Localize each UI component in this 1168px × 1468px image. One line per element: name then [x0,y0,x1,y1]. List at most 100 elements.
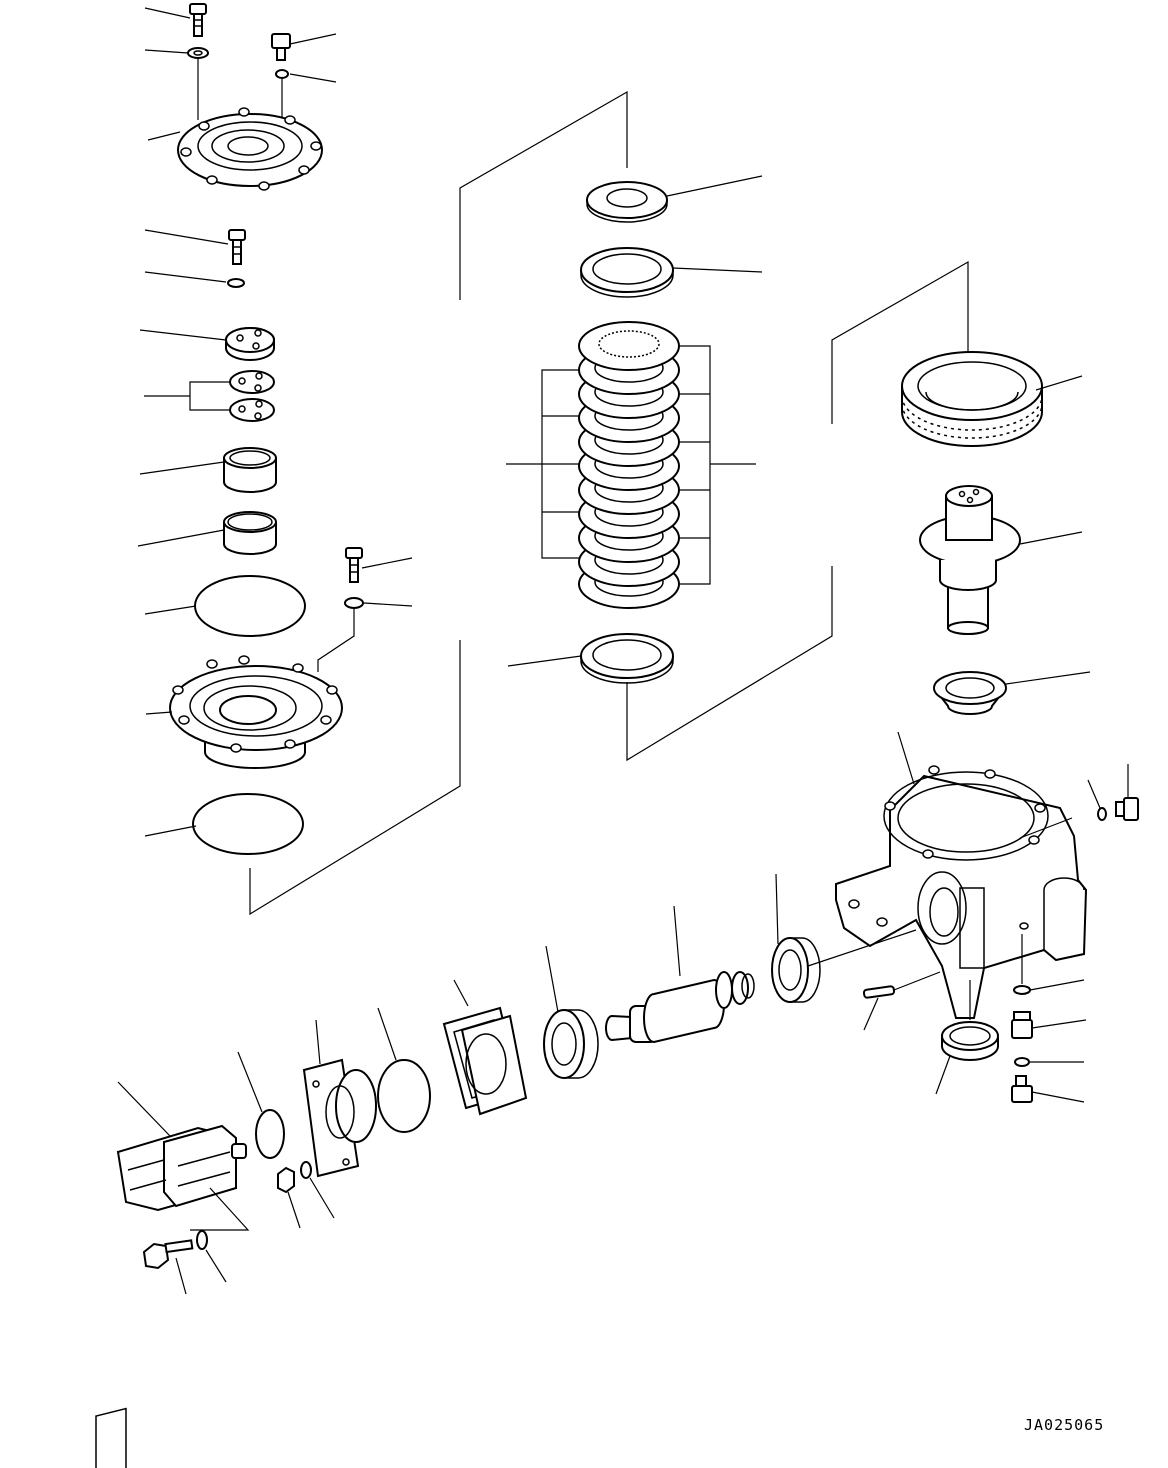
part-motor-bolt [142,1239,194,1270]
part-fitting-plug-right [1115,797,1139,821]
part-hydraulic-motor [95,1124,247,1468]
leader-line [205,1249,227,1283]
part-dowel-pin [862,985,896,999]
part-small-o-ring [1013,985,1031,995]
leader-line [144,825,197,837]
part-shaft-washer [227,278,245,288]
part-adapter-flange [302,1058,377,1178]
part-nut [277,1166,295,1194]
leader-line [287,1191,301,1229]
part-large-o-ring [194,575,306,637]
part-fitting-o-ring [1097,807,1107,821]
part-housing-washer [344,597,364,609]
leader-line [507,655,582,667]
part-nut-washer [300,1161,312,1179]
part-bearing-cone [933,671,1007,715]
part-top-plug [271,33,291,61]
leader-line [315,1019,321,1065]
assembly-link-line [831,260,969,424]
part-ring-gear [901,351,1043,447]
part-retainer-plate [225,327,275,361]
leader-line [147,131,181,141]
leader-line [289,33,337,45]
leader-line [453,979,469,1007]
part-shim-lower [229,398,275,422]
leader-line [1031,1091,1085,1103]
assembly-link-line [626,566,833,762]
leader-line [1035,375,1083,391]
leader-line [1019,531,1083,545]
leader-line [775,873,779,945]
part-top-washer [187,47,209,59]
part-housing-bolt [345,547,363,583]
leader-line [545,945,559,1013]
leader-line [897,731,915,785]
leader-line [144,7,191,19]
leader-line [1031,1019,1087,1029]
part-thrust-washer-top [586,181,668,223]
part-spacer-ring [580,247,674,298]
part-thrust-washer-bottom [580,633,674,684]
part-small-o-ring [1014,1057,1030,1067]
leader-line [144,229,229,245]
leader-line [175,1257,187,1295]
leader-line [1019,817,1073,839]
leader-line [1005,671,1091,685]
part-input-bearing-upper [771,937,821,1003]
part-top-cover [177,107,323,191]
part-adapter-o-ring [377,1059,431,1133]
leader-line [1029,979,1085,991]
part-gear-housing [835,765,1088,1019]
leader-line [144,271,227,283]
leader-line [863,997,879,1031]
part-flanged-housing [169,655,343,769]
leader-line [190,1187,250,1231]
leader-line [139,329,227,341]
part-shaft-bolt [228,229,246,265]
leader-line [309,1177,335,1219]
part-clutch-plate-stack [578,321,680,609]
leader-line [672,267,763,273]
leader-line [361,557,413,569]
part-oil-seal [941,1021,999,1061]
leader-line [363,602,413,607]
figure-id-label: JA025065 [1024,1416,1105,1434]
part-motor-o-ring [255,1109,285,1159]
leader-line [145,711,173,715]
leader-line [117,1081,171,1137]
leader-line [289,73,337,83]
part-bearing-cup [223,511,277,555]
part-shim-upper [229,370,275,394]
leader-line [137,529,225,547]
leader-line [317,608,355,672]
leader-line [237,1051,263,1113]
part-drain-plug [1011,1011,1033,1039]
leader-line [666,175,763,197]
part-motor-washer [196,1230,208,1250]
leader-line [1087,779,1101,809]
leader-line [377,1007,397,1061]
assembly-link-line [249,640,461,916]
part-input-bearing-lower [543,1009,599,1079]
leader-line [807,929,917,967]
leader-bracket [189,381,230,411]
part-gasket [442,1006,528,1116]
part-pinion-shaft [605,971,755,1044]
part-top-bolt [189,3,207,37]
clutch-plate [578,321,680,371]
leader-line [893,971,941,991]
leader-bracket-steel-plates [678,345,756,585]
leader-line [139,461,225,475]
leader-line [144,605,197,615]
part-bottom-o-ring [192,793,304,855]
part-breather-plug [1011,1075,1033,1103]
leader-line [673,905,681,977]
part-top-o-ring [275,69,289,79]
part-bushing [223,447,277,493]
leader-line [144,49,189,54]
leader-bracket-friction-discs [506,369,580,559]
part-carrier-shaft [919,485,1022,635]
assembly-link-line [459,90,628,300]
